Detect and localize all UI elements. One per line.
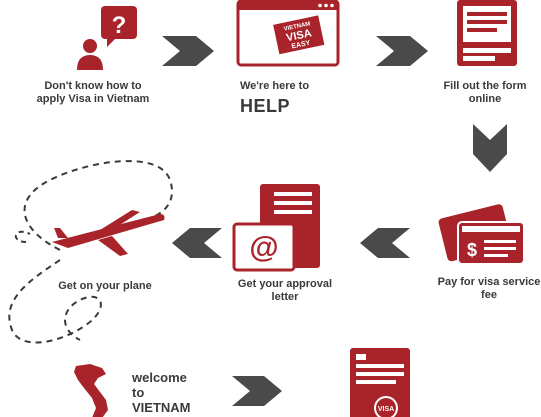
step-help-big: HELP — [240, 96, 291, 116]
flight-path-icon — [8, 160, 173, 344]
credit-card-icon: $ — [438, 204, 525, 265]
approval-letter-icon: @ — [232, 184, 320, 272]
arrow-right-icon — [232, 376, 282, 406]
step-ask-line1: Don't know how to — [44, 80, 142, 92]
logo-line3: EASY — [291, 40, 311, 51]
step-approval-label: Get your approval letter — [230, 278, 340, 304]
visa-document-icon: VISA — [350, 348, 410, 417]
welcome-line3: VIETNAM — [132, 400, 191, 415]
browser-window-icon: VIETNAM VISA EASY — [236, 0, 340, 67]
step-plane-label: Get on your plane — [58, 280, 152, 292]
step-form-line1: Fill out the form — [443, 80, 527, 92]
at-symbol-icon: @ — [249, 231, 278, 264]
welcome-line1: welcome — [132, 370, 187, 385]
arrow-down-icon — [473, 124, 507, 172]
logo-line2: VISA — [285, 27, 313, 44]
logo-line1: VIETNAM — [283, 21, 311, 32]
step-approval-line2: letter — [271, 291, 299, 303]
step-form-label: Fill out the form online — [430, 80, 540, 106]
arrow-left-icon — [360, 228, 410, 258]
step-help-line1: We're here to — [240, 80, 310, 92]
arrow-right-icon — [162, 36, 214, 66]
svg-text:?: ? — [112, 12, 127, 39]
step-help-label: We're here to HELP — [240, 80, 340, 116]
step-pay-label: Pay for visa service fee — [432, 276, 541, 302]
currency-glyph: $ — [467, 240, 477, 260]
person-question-icon: ? — [77, 6, 137, 70]
step-welcome-label: welcome to VIETNAM — [132, 370, 212, 415]
step-ask-line2: apply Visa in Vietnam — [36, 93, 150, 105]
step-pay-line2: fee — [481, 289, 497, 301]
step-form-line2: online — [468, 93, 502, 105]
welcome-line2: to — [132, 385, 145, 400]
vietnam-map-icon — [74, 364, 108, 417]
arrow-left-icon — [172, 228, 222, 258]
step-approval-line1: Get your approval — [237, 278, 333, 290]
visa-badge-text: VISA — [378, 406, 394, 413]
form-document-icon — [457, 0, 517, 66]
step-ask-label: Don't know how to apply Visa in Vietnam — [28, 80, 158, 106]
step-pay-line1: Pay for visa service — [437, 276, 541, 288]
airplane-icon — [52, 210, 165, 256]
arrow-right-icon — [376, 36, 428, 66]
